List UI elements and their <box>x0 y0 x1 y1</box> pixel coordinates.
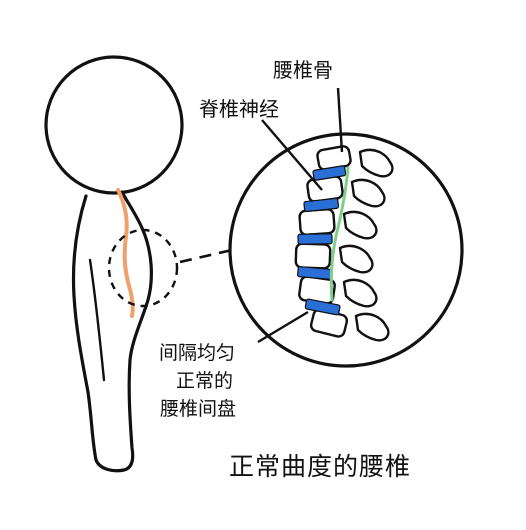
diagram-caption: 正常曲度的腰椎 <box>229 452 412 481</box>
leader-spinal-nerve <box>261 119 323 191</box>
label-disc-line2: 正常的 <box>176 370 234 392</box>
spinal-nerve-path <box>329 166 350 302</box>
label-disc-line3: 腰椎间盘 <box>160 398 237 420</box>
figure-body-outline <box>71 190 153 473</box>
vertebra-process <box>358 148 394 178</box>
vertebra-process <box>338 244 374 274</box>
intervertebral-disc <box>304 298 341 316</box>
leader-lumbar-vertebra <box>336 87 344 153</box>
vertebra-process <box>342 210 378 240</box>
label-disc-line1: 间隔均匀 <box>159 342 236 364</box>
figure-arm-line <box>88 258 106 382</box>
label-lumbar-vertebra: 腰椎骨 <box>273 58 333 82</box>
spine-detail <box>294 145 394 342</box>
label-spinal-nerve: 脊椎神经 <box>199 97 279 121</box>
figure-spine-line <box>116 188 135 318</box>
intervertebral-disc <box>303 197 340 213</box>
vertebra-body <box>294 242 332 270</box>
vertebra-body <box>298 208 336 236</box>
vertebra-process <box>354 312 390 342</box>
intervertebral-disc <box>312 165 347 181</box>
intervertebral-disc <box>297 233 333 245</box>
lumbar-highlight-circle <box>107 228 179 308</box>
human-figure <box>44 55 184 473</box>
figure-head <box>44 55 184 195</box>
zoom-connector-line <box>179 248 233 264</box>
leader-disc <box>257 310 309 344</box>
vertebra-process <box>350 178 386 208</box>
intervertebral-disc <box>297 266 333 280</box>
vertebra-process <box>342 278 378 308</box>
